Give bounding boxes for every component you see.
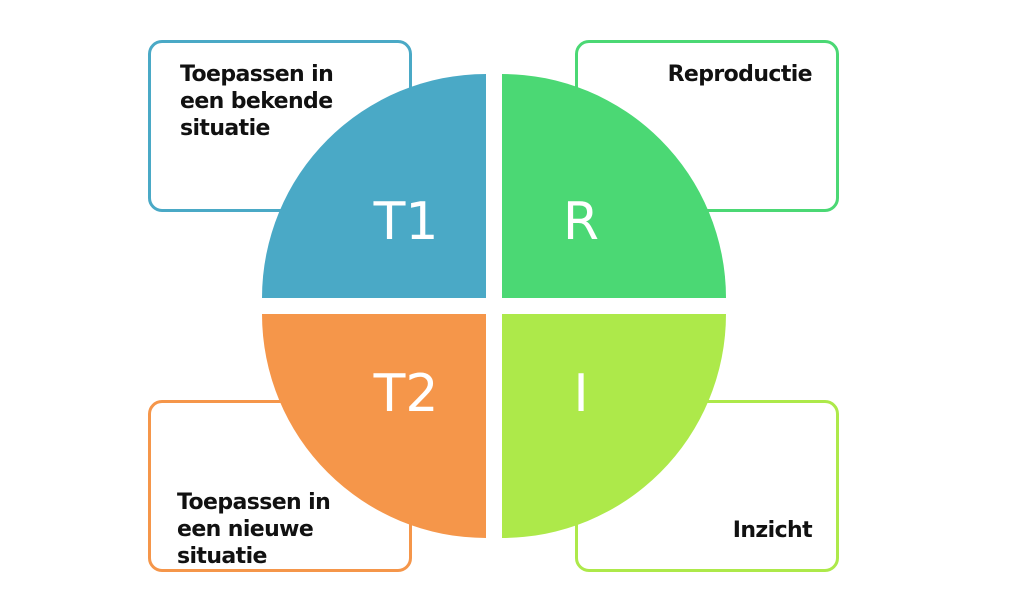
description-label-t1: Toepassen in een bekende situatie xyxy=(180,62,334,141)
quadrant-r xyxy=(502,74,726,298)
description-label-r: Reproductie xyxy=(667,62,813,87)
quadrant-letter-i: I xyxy=(573,364,588,424)
description-label-i: Inzicht xyxy=(732,518,813,543)
quadrant-letter-t2: T2 xyxy=(373,364,439,424)
quadrant-t2 xyxy=(262,314,486,538)
quadrant-i xyxy=(502,314,726,538)
quadrant-t1 xyxy=(262,74,486,298)
quadrant-letter-r: R xyxy=(563,192,599,252)
quadrant-letter-t1: T1 xyxy=(373,192,439,252)
description-label-t2: Toepassen in een nieuwe situatie xyxy=(177,490,331,569)
